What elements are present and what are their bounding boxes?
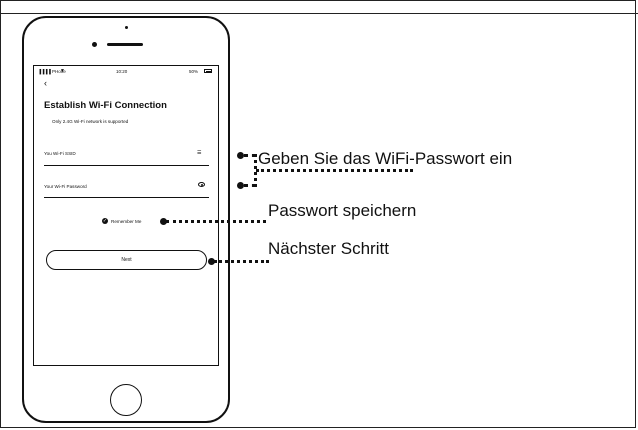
battery-percent: 50%	[189, 69, 199, 74]
next-callout-dot	[208, 258, 215, 265]
wifi-icon: ▼	[60, 68, 65, 74]
home-button[interactable]	[110, 384, 142, 416]
ssid-callout-dot	[237, 152, 244, 159]
password-callout-dot	[237, 182, 244, 189]
remember-callout-dot	[160, 218, 167, 225]
front-sensor	[125, 26, 128, 29]
next-callout-line	[214, 260, 269, 263]
phone-screen: ▐▐▐▐ PHone ▼ 10:20 50% ‹ Establish Wi-Fi…	[33, 65, 219, 366]
front-camera	[92, 42, 97, 47]
next-button[interactable]: Next	[46, 250, 207, 270]
password-callout-text: Geben Sie das WiFi-Passwort ein	[258, 149, 513, 168]
page-subtitle: Only 2.4G Wi-Fi network is supported	[52, 119, 129, 124]
next-callout-text: Nächster Schritt	[268, 239, 389, 258]
remember-callout-text: Passwort speichern	[268, 201, 417, 220]
show-password-eye-icon[interactable]	[198, 182, 205, 187]
password-underline	[44, 197, 209, 198]
status-bar: ▐▐▐▐ PHone ▼ 10:20 50%	[34, 68, 218, 77]
top-divider	[0, 13, 638, 14]
remember-callout-line	[166, 220, 266, 223]
password-field[interactable]: Your Wi-Fi Password	[44, 184, 87, 189]
status-time: 10:20	[116, 69, 128, 74]
remember-me-label: Remember Me	[111, 218, 142, 224]
ssid-callout-line	[244, 154, 256, 157]
password-callout-line	[244, 184, 256, 187]
checkmark-icon[interactable]: ✓	[102, 218, 108, 224]
remember-me-checkbox[interactable]: ✓ Remember Me	[102, 218, 141, 224]
wifi-list-icon[interactable]: ☰	[197, 150, 202, 156]
ssid-field[interactable]: You Wi-Fi SSID	[44, 151, 76, 156]
callout-bracket	[254, 154, 257, 187]
password-callout-connector	[256, 169, 413, 172]
earpiece-speaker	[107, 43, 143, 46]
ssid-underline	[44, 165, 209, 166]
battery-icon	[204, 69, 212, 73]
carrier-label: ▐▐▐▐ PHone	[38, 69, 66, 74]
page-title: Establish Wi-Fi Connection	[44, 100, 167, 111]
back-arrow-icon[interactable]: ‹	[44, 78, 47, 88]
